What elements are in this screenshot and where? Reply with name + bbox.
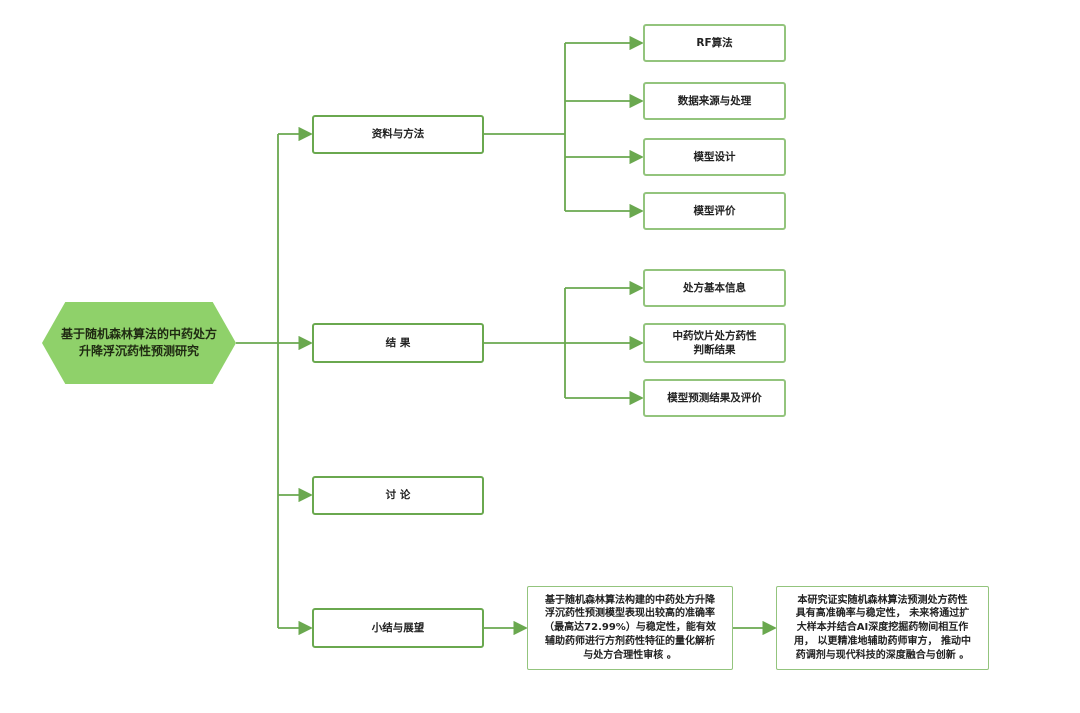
methods-item-label: 模型设计 xyxy=(693,150,736,163)
section-methods-label: 资料与方法 xyxy=(371,128,425,141)
section-discussion-label: 讨 论 xyxy=(385,489,411,502)
section-discussion: 讨 论 xyxy=(312,476,484,515)
results-item-basic-info: 处方基本信息 xyxy=(643,269,786,307)
section-methods: 资料与方法 xyxy=(312,115,484,154)
results-item-label-line2: 判断结果 xyxy=(693,344,736,356)
root-title-line1: 基于随机森林算法的中药处方 xyxy=(60,326,217,341)
results-item-label-line1: 中药饮片处方药性 xyxy=(672,329,757,342)
summary-outlook-line: 大样本并结合AI深度挖掘药物间相互作 xyxy=(796,622,969,634)
results-item-prediction: 模型预测结果及评价 xyxy=(643,379,786,417)
section-summary: 小结与展望 xyxy=(312,608,484,648)
root-topic: 基于随机森林算法的中药处方 升降浮沉药性预测研究 xyxy=(42,302,236,384)
methods-item-label: 模型评价 xyxy=(693,204,736,217)
summary-conclusion-line: 浮沉药性预测模型表现出较高的准确率 xyxy=(545,608,715,620)
summary-outlook-line: 用， 以更精准地辅助药师审方， 推动中 xyxy=(794,635,971,647)
summary-outlook-box: 本研究证实随机森林算法预测处方药性 具有高准确率与稳定性， 未来将通过扩 大样本… xyxy=(776,586,989,670)
methods-item-design: 模型设计 xyxy=(643,138,786,176)
summary-conclusion-box: 基于随机森林算法构建的中药处方升降 浮沉药性预测模型表现出较高的准确率 （最高达… xyxy=(527,586,733,670)
methods-item-data: 数据来源与处理 xyxy=(643,82,786,120)
section-results-label: 结 果 xyxy=(385,336,411,349)
summary-conclusion-line: 与处方合理性审核 。 xyxy=(583,649,677,661)
summary-conclusion-line: （最高达72.99%）与稳定性，能有效 xyxy=(544,622,716,634)
summary-outlook-line: 本研究证实随机森林算法预测处方药性 xyxy=(797,594,968,606)
summary-outlook-line: 具有高准确率与稳定性， 未来将通过扩 xyxy=(795,608,970,620)
methods-item-label: RF算法 xyxy=(696,36,733,49)
root-title-line2: 升降浮沉药性预测研究 xyxy=(78,344,199,358)
section-summary-label: 小结与展望 xyxy=(371,621,425,634)
results-item-label: 模型预测结果及评价 xyxy=(667,391,762,404)
section-results: 结 果 xyxy=(312,323,484,363)
methods-item-evaluation: 模型评价 xyxy=(643,192,786,230)
summary-outlook-line: 药调剂与现代科技的深度融合与创新 。 xyxy=(795,649,970,661)
methods-item-rf: RF算法 xyxy=(643,24,786,62)
methods-item-label: 数据来源与处理 xyxy=(677,94,752,107)
summary-conclusion-line: 基于随机森林算法构建的中药处方升降 xyxy=(545,594,715,606)
results-item-label: 处方基本信息 xyxy=(683,281,746,294)
summary-conclusion-line: 辅助药师进行方剂药性特征的量化解析 xyxy=(545,635,715,647)
results-item-herb-judgement: 中药饮片处方药性 判断结果 xyxy=(643,323,786,363)
